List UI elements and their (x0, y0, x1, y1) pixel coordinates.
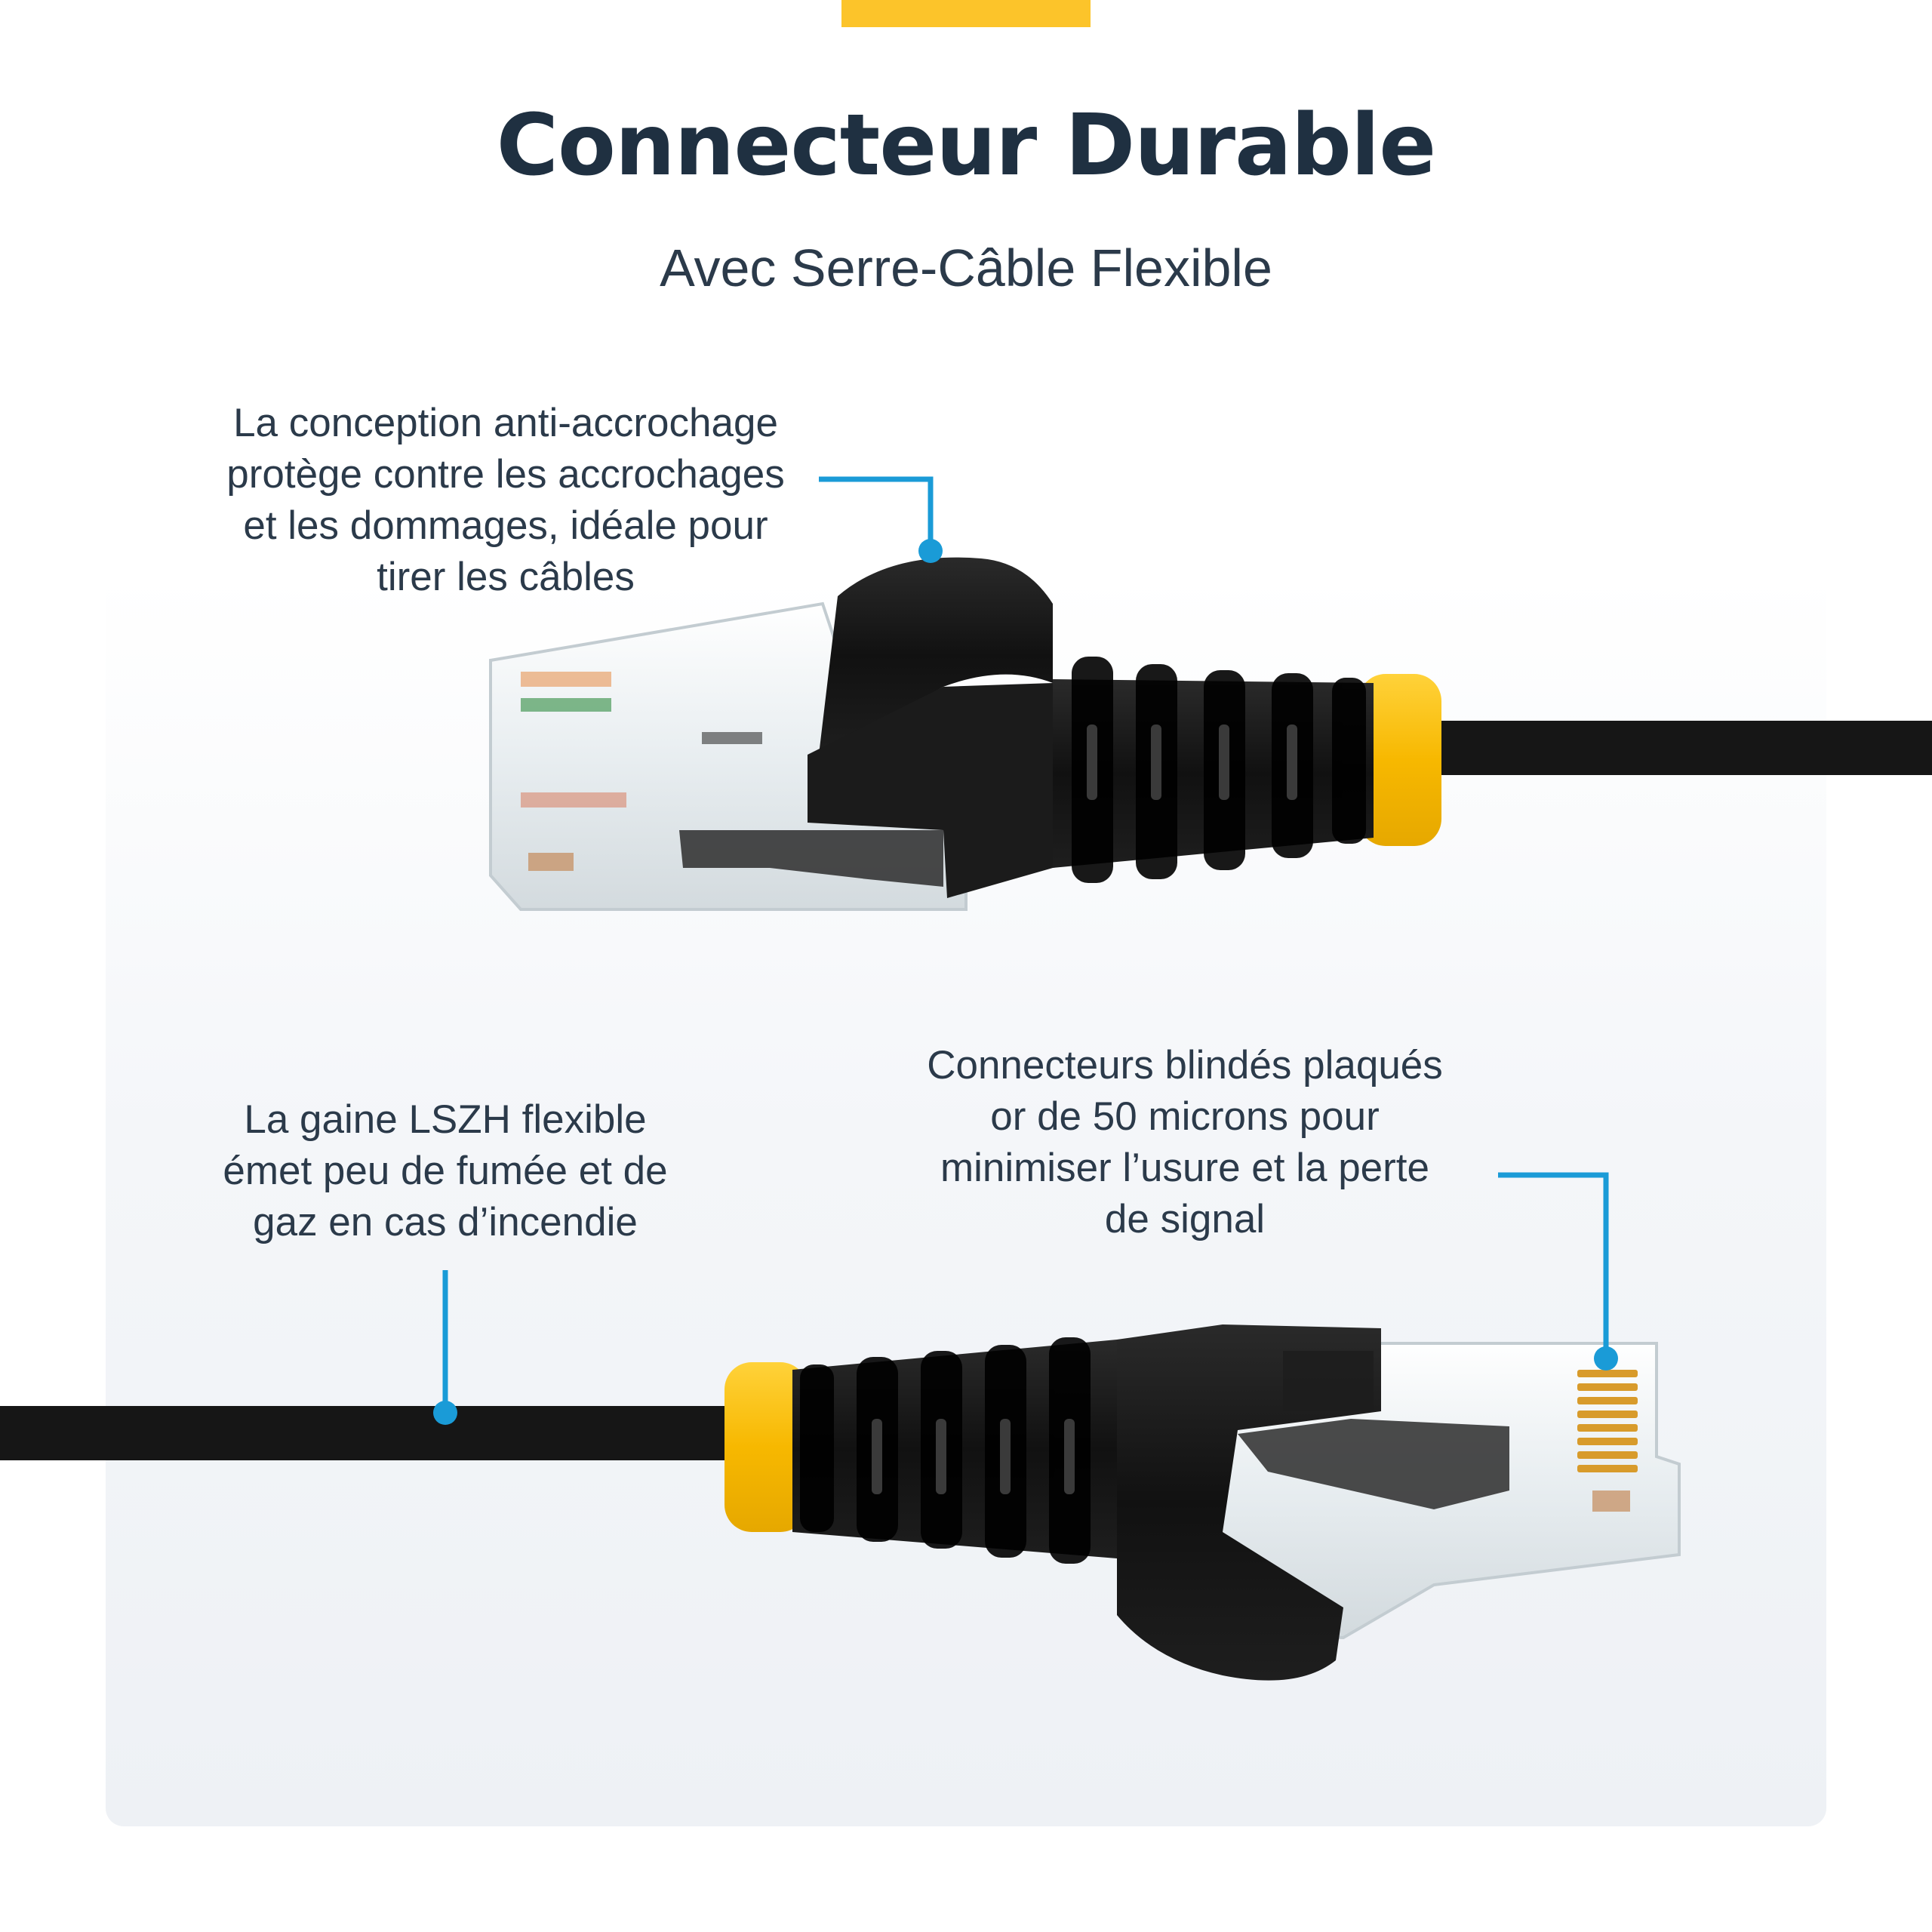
callout-dot-2 (433, 1401, 457, 1425)
leader-line-1 (819, 476, 934, 547)
top-latch-tab (679, 830, 943, 887)
top-snagless-hood (819, 557, 1053, 755)
callout-dot-1 (918, 539, 943, 563)
top-boot-rib-highlights (1087, 724, 1297, 800)
callout-lszh-jacket: La gaine LSZH flexible émet peu de fumée… (223, 1097, 668, 1244)
bottom-connector (0, 1324, 1681, 1681)
bottom-latch-tab (1238, 1419, 1509, 1509)
callout-dot-3 (1594, 1346, 1618, 1371)
callout-gold-contacts: Connecteurs blindés plaqués or de 50 mic… (927, 1043, 1443, 1241)
top-plug-contacts (521, 672, 762, 871)
gold-contacts (1577, 1370, 1638, 1472)
top-cable (1419, 721, 1932, 775)
bottom-snagless-hood (1117, 1324, 1381, 1681)
bottom-latch-window (1283, 1351, 1374, 1411)
callout-dots (433, 539, 1618, 1425)
bottom-cable (0, 1406, 747, 1460)
callout-leaders (442, 476, 1609, 1410)
top-accent-bar (841, 0, 1091, 27)
top-boot-ribs (1072, 657, 1366, 883)
bottom-plug-wire (1592, 1491, 1630, 1512)
page-title: Connecteur Durable (496, 97, 1436, 195)
top-latch-guard (808, 683, 1053, 898)
bottom-yellow-ring (724, 1362, 808, 1532)
page-subtitle: Avec Serre-Câble Flexible (660, 238, 1272, 297)
top-yellow-ring (1358, 674, 1441, 846)
callout-snagless: La conception anti-accrochage protège co… (226, 401, 785, 599)
leader-line-3 (1498, 1172, 1609, 1356)
top-connector (489, 557, 1932, 911)
bottom-boot-rib-highlights (872, 1419, 1075, 1494)
